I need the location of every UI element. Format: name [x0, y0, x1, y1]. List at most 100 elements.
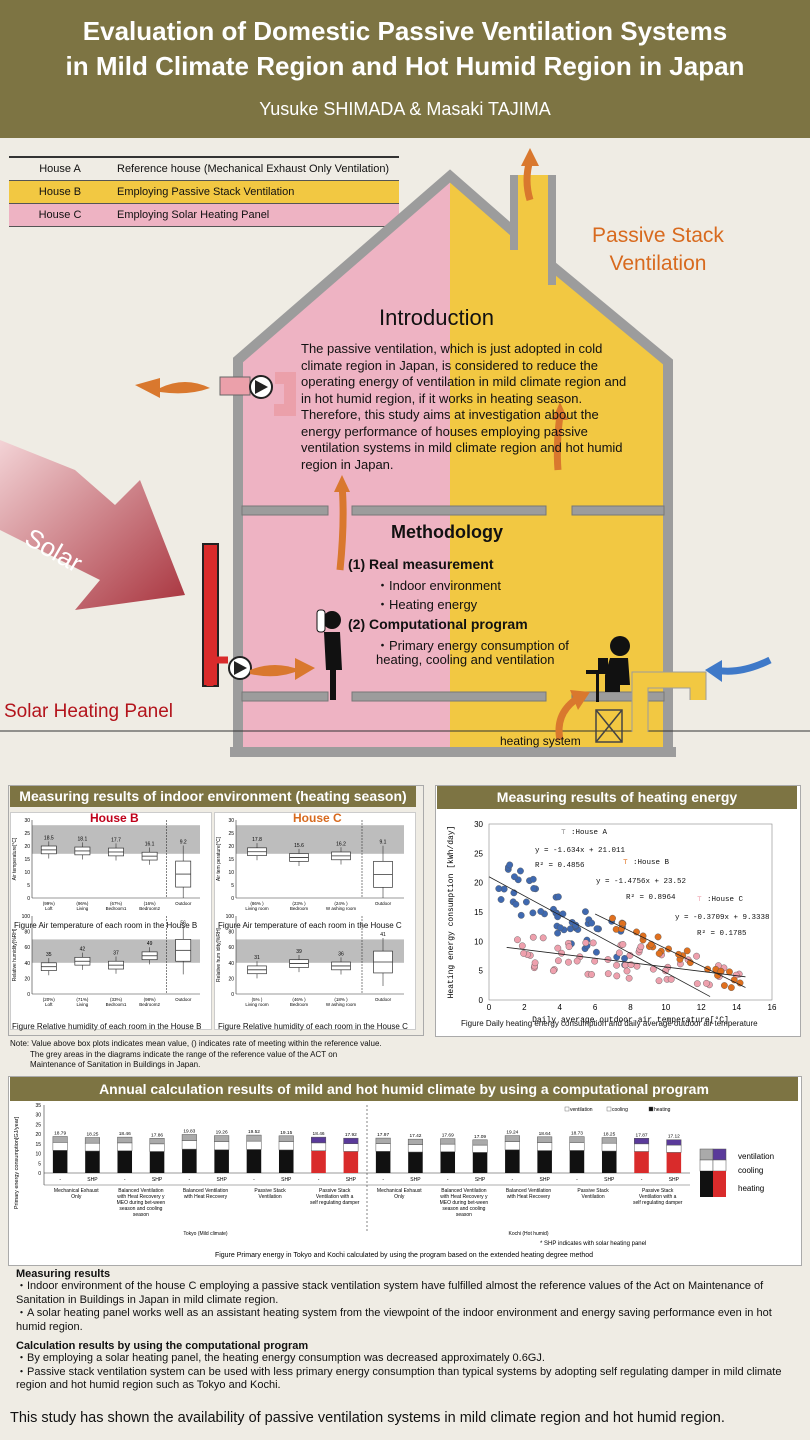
c-rh-ytick: 20: [228, 976, 234, 982]
bar-total-label: 17.09: [474, 1134, 486, 1140]
house-a-point: [529, 909, 537, 917]
legend-vent-grey: [699, 1148, 714, 1161]
group-label: with Heat Recovery: [507, 1194, 551, 1200]
bar-sublabel: -: [253, 1177, 255, 1183]
bar-ventilation: [214, 1135, 230, 1142]
house-b-label: House B: [90, 811, 139, 825]
house-c-point: [589, 939, 597, 947]
house-a-point: [593, 925, 601, 933]
bar-ventilation: [149, 1138, 165, 1145]
house-a-point: [529, 875, 537, 883]
b-rh-room-name: Living: [77, 1002, 89, 1007]
c-air-category: (24% ): [334, 901, 348, 906]
house-c-point: [613, 972, 621, 980]
method-1a: ・Indoor environment: [376, 578, 502, 593]
b-air-category: (99%): [43, 901, 56, 906]
bar-heating: [246, 1149, 262, 1173]
bar-heating: [278, 1149, 294, 1173]
bar-sublabel: SHP: [152, 1177, 163, 1183]
group-label: Ventilation with a: [316, 1194, 354, 1200]
b-air-ytick: 10: [24, 870, 30, 876]
bar-sublabel: -: [447, 1177, 449, 1183]
bar-cooling: [214, 1141, 230, 1151]
group-label: self regulating damper: [310, 1200, 360, 1206]
house-b-point: [609, 914, 616, 922]
c-rh-category: (18% ): [334, 997, 348, 1002]
annual-ytick: 15: [35, 1142, 41, 1148]
c-air-ytick: 20: [228, 844, 234, 850]
house-b-point: [683, 947, 691, 955]
c-air-ytick: 15: [228, 857, 234, 863]
bar-heating: [182, 1149, 197, 1173]
bar-total-label: 17.87: [636, 1132, 648, 1138]
bar-ventilation: [246, 1134, 262, 1142]
house-b-trendline: [594, 913, 746, 988]
c-air-mean-label: 16.2: [336, 841, 346, 847]
bar-cooling: [666, 1144, 682, 1153]
b-air-ytick: 30: [24, 818, 30, 824]
house-b-point: [654, 933, 662, 941]
bar-total-label: 19.15: [280, 1130, 292, 1136]
right-legend-label: cooling: [738, 1166, 763, 1175]
bar-ventilation: [52, 1136, 68, 1143]
group-label: season and cooling: [442, 1206, 485, 1212]
bar-cooling: [634, 1143, 650, 1152]
group-label: with Heat Recovery: [184, 1194, 228, 1200]
bar-total-label: 17.92: [345, 1132, 357, 1138]
group-label: MEO during bet-ween: [117, 1200, 166, 1206]
house-c-point: [588, 971, 595, 978]
house-walls: [233, 169, 673, 755]
bar-heating: [85, 1151, 100, 1173]
bar-cooling: [375, 1143, 391, 1152]
title-line-2: in Mild Climate Region and Hot Humid Reg…: [65, 51, 745, 81]
bar-sublabel: SHP: [604, 1177, 615, 1183]
b-air-room-name: Loft: [45, 906, 53, 911]
poster-title: Evaluation of Domestic Passive Ventilati…: [0, 14, 810, 84]
b-air-room-name: Bedroom1: [106, 906, 127, 911]
top-legend-swatch: [648, 1106, 654, 1112]
method-2b: heating, cooling and ventilation: [376, 652, 555, 667]
house-b-name: House B: [9, 180, 111, 204]
bar-cooling: [84, 1142, 100, 1152]
group-label: Passive Stack: [577, 1188, 609, 1194]
c-air-room-name: W ashing room: [326, 906, 357, 911]
bar-cooling: [278, 1141, 294, 1151]
b-rh-room-name: Loft: [45, 1002, 53, 1007]
group-label: Passive Stack: [319, 1188, 351, 1194]
b-rh-category: Outdoor: [175, 997, 192, 1002]
bar-sublabel: -: [512, 1177, 514, 1183]
scatter-frame: [488, 823, 773, 1001]
house-a-point: [517, 867, 524, 875]
house-c-point: [693, 952, 700, 960]
bar-cooling: [440, 1143, 456, 1152]
bar-heating: [311, 1150, 326, 1173]
b-rh-mean-label: 42: [80, 947, 86, 953]
group-label: season: [456, 1212, 472, 1218]
bar-heating: [149, 1151, 165, 1173]
stack-label-1: Passive Stack: [592, 224, 724, 247]
group-label: season and cooling: [119, 1206, 162, 1212]
introduction-text: The passive ventilation, which is just a…: [301, 341, 627, 472]
annual-ytick: 10: [35, 1152, 41, 1158]
scatter-xtick: 14: [732, 1003, 741, 1012]
group-label: self regulating damper: [633, 1200, 683, 1206]
c-rh-ytick: 40: [228, 961, 234, 967]
bar-cooling: [504, 1141, 520, 1151]
bar-ventilation: [569, 1136, 585, 1143]
b-air-mean-label: 18.1: [78, 836, 88, 842]
house-a-point: [582, 908, 589, 916]
group-label: Mechanical Exhaust: [54, 1188, 99, 1194]
c-air-ytick: 0: [231, 896, 234, 902]
house-c-point: [625, 974, 633, 982]
scatter-ytick: 0: [479, 996, 484, 1005]
bar-cooling: [472, 1144, 488, 1153]
group-label: Passive Stack: [254, 1188, 286, 1194]
heating-energy-title: Measuring results of heating energy: [437, 786, 797, 809]
b-air-category: (16%): [144, 901, 157, 906]
bar-sublabel: -: [576, 1177, 578, 1183]
note-2: The grey areas in the diagrams indicate …: [30, 1049, 338, 1059]
bar-total-label: 18.25: [603, 1132, 615, 1138]
